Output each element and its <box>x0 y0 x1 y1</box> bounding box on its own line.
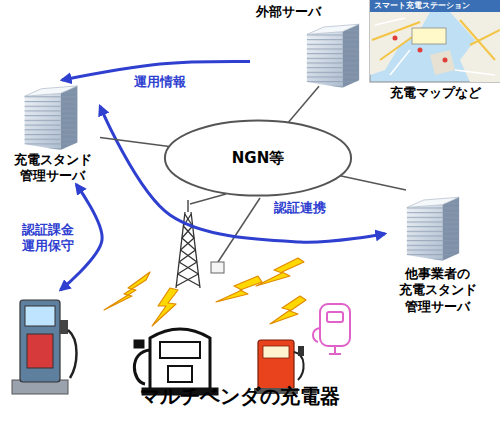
node-label: スマート充電ステーション <box>370 0 500 12</box>
network-ellipse: NGN等 <box>163 118 353 198</box>
server-building <box>307 24 359 87</box>
wireless-bolt <box>104 258 306 326</box>
server-building <box>407 197 459 260</box>
network-ellipse-outline <box>165 120 351 195</box>
charger-group: マルチベンダの充電器 <box>5 290 375 409</box>
server-node: 充電スタンド 管理サーバ <box>5 80 100 185</box>
charger-icon <box>313 304 350 354</box>
charger-icon <box>12 300 77 394</box>
edge-label: 運用情報 <box>132 74 188 90</box>
edge-label: 認証連携 <box>272 200 328 216</box>
server-building <box>25 86 78 150</box>
network-link <box>100 137 169 146</box>
map-screenshot <box>370 0 500 82</box>
server-node: 他事業者の 充電スタンド 管理サーバ <box>385 190 490 315</box>
antenna-tower <box>176 200 200 288</box>
node-caption: 充電マップなど <box>370 85 500 101</box>
node-label: マルチベンダの充電器 <box>140 384 375 409</box>
node-label: NGN等 <box>232 149 284 168</box>
edge-label: 認証課金 運用保守 <box>20 222 80 255</box>
server-node: 外部サーバ <box>250 4 365 86</box>
radio-box <box>211 262 224 273</box>
network-link <box>340 176 406 190</box>
node-label: 充電スタンド 管理サーバ <box>10 152 95 185</box>
map-node: スマート充電ステーション充電マップなど <box>370 0 500 101</box>
node-label: 外部サーバ <box>256 4 365 20</box>
node-label: 他事業者の 充電スタンド 管理サーバ <box>395 266 480 315</box>
network-link <box>288 86 319 122</box>
data-flow-arrow <box>100 106 385 242</box>
